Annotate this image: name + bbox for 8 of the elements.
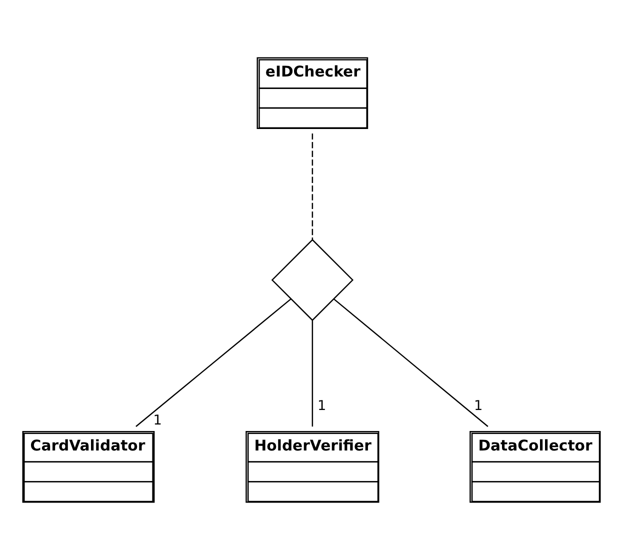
connector: [312, 134, 314, 240]
edge-label: 1: [318, 398, 326, 414]
node-diamond: [271, 238, 354, 322]
connector: [136, 298, 292, 427]
connector: [333, 298, 488, 427]
connector: [312, 320, 314, 427]
edge-label: 1: [474, 398, 483, 414]
edge-label: 1: [153, 412, 162, 428]
